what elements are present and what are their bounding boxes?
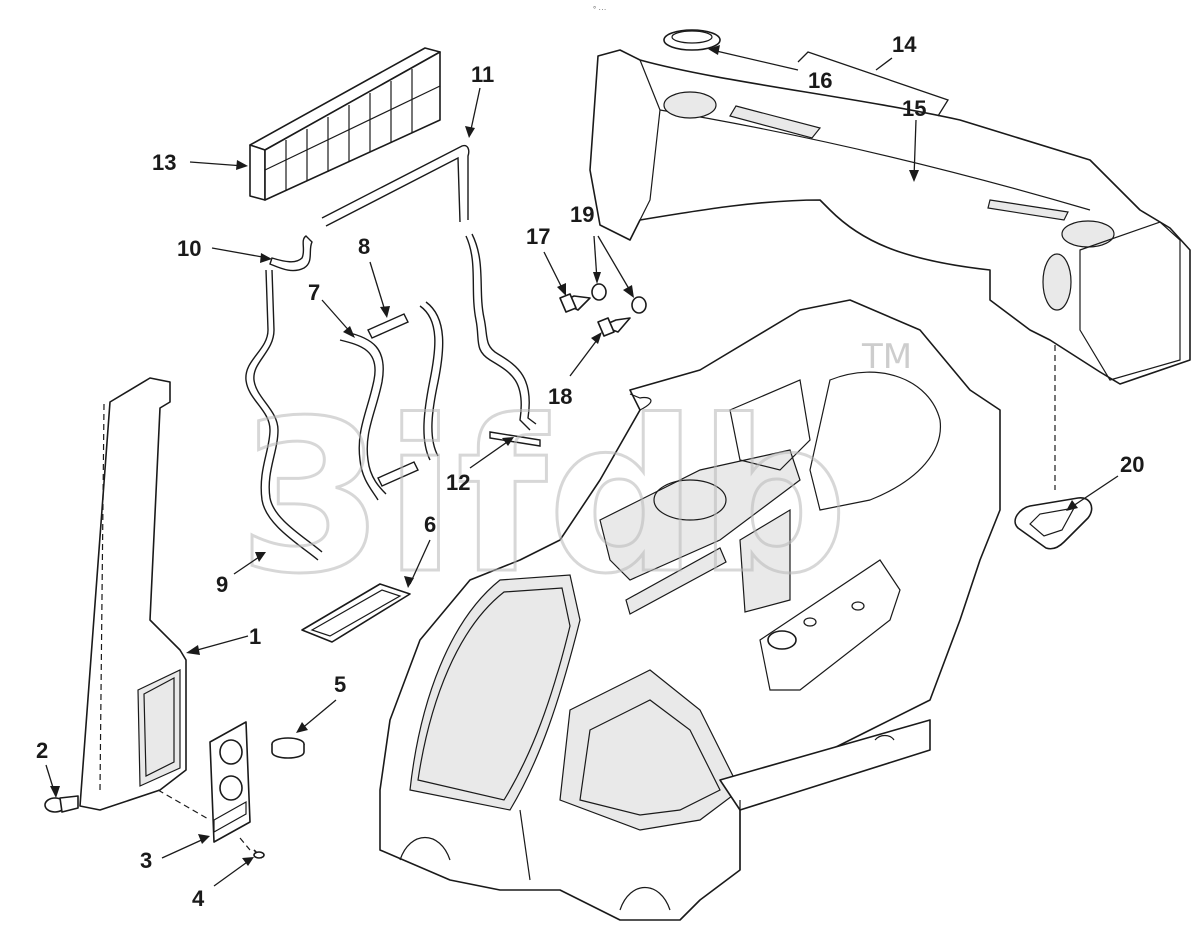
part-18-bolt [597, 317, 631, 337]
callout-8: 8 [358, 234, 370, 259]
part-16-cap [663, 29, 721, 51]
part-4-screw [253, 849, 265, 859]
part-11-hose-long [321, 144, 470, 227]
callout-11: 11 [471, 62, 494, 87]
top-mark: ° ··· [593, 5, 606, 14]
part-1-side-panel [79, 377, 187, 811]
callout-16: 16 [808, 68, 832, 93]
part-10-hose-elbow [269, 235, 313, 272]
part-19-washers [591, 283, 647, 314]
part-13-filter-grille [249, 47, 441, 201]
callout-19: 19 [570, 202, 594, 227]
watermark-text: 3ifdb [238, 375, 848, 620]
watermark-trademark: TM [861, 337, 912, 377]
callout-10: 10 [177, 236, 201, 261]
part-17-bolt [559, 293, 591, 313]
part-20-pad [1014, 497, 1093, 550]
callout-20: 20 [1120, 452, 1144, 477]
callout-12: 12 [446, 470, 470, 495]
callout-4: 4 [192, 886, 205, 911]
callout-7: 7 [308, 280, 320, 305]
callout-2: 2 [36, 738, 48, 763]
callout-15: 15 [902, 96, 926, 121]
part-3-switch-panel [209, 721, 251, 843]
part-8-hose-short [367, 301, 444, 487]
callout-6: 6 [424, 512, 436, 537]
alignment-lines [99, 345, 1056, 851]
part-15-upper-frame [589, 49, 1191, 385]
console-body [379, 299, 1001, 921]
part-2-clip [44, 795, 79, 813]
part-9-hose-left [245, 269, 323, 561]
callout-1: 1 [249, 624, 261, 649]
callout-13: 13 [152, 150, 176, 175]
leader-lines [45, 45, 1119, 887]
callout-9: 9 [216, 572, 228, 597]
callout-18: 18 [548, 384, 572, 409]
part-12-hose-right [465, 233, 541, 447]
part-5-grommet [271, 737, 305, 759]
callout-14: 14 [892, 32, 917, 57]
watermark: 3ifdb TM [237, 337, 913, 622]
part-6-gasket [301, 583, 411, 643]
callout-labels: 1 2 3 4 5 6 7 8 9 10 11 12 13 14 15 16 1… [36, 32, 1144, 911]
callout-3: 3 [140, 848, 152, 873]
callout-17: 17 [526, 224, 550, 249]
callout-5: 5 [334, 672, 346, 697]
part-7-hose-s [339, 331, 387, 501]
